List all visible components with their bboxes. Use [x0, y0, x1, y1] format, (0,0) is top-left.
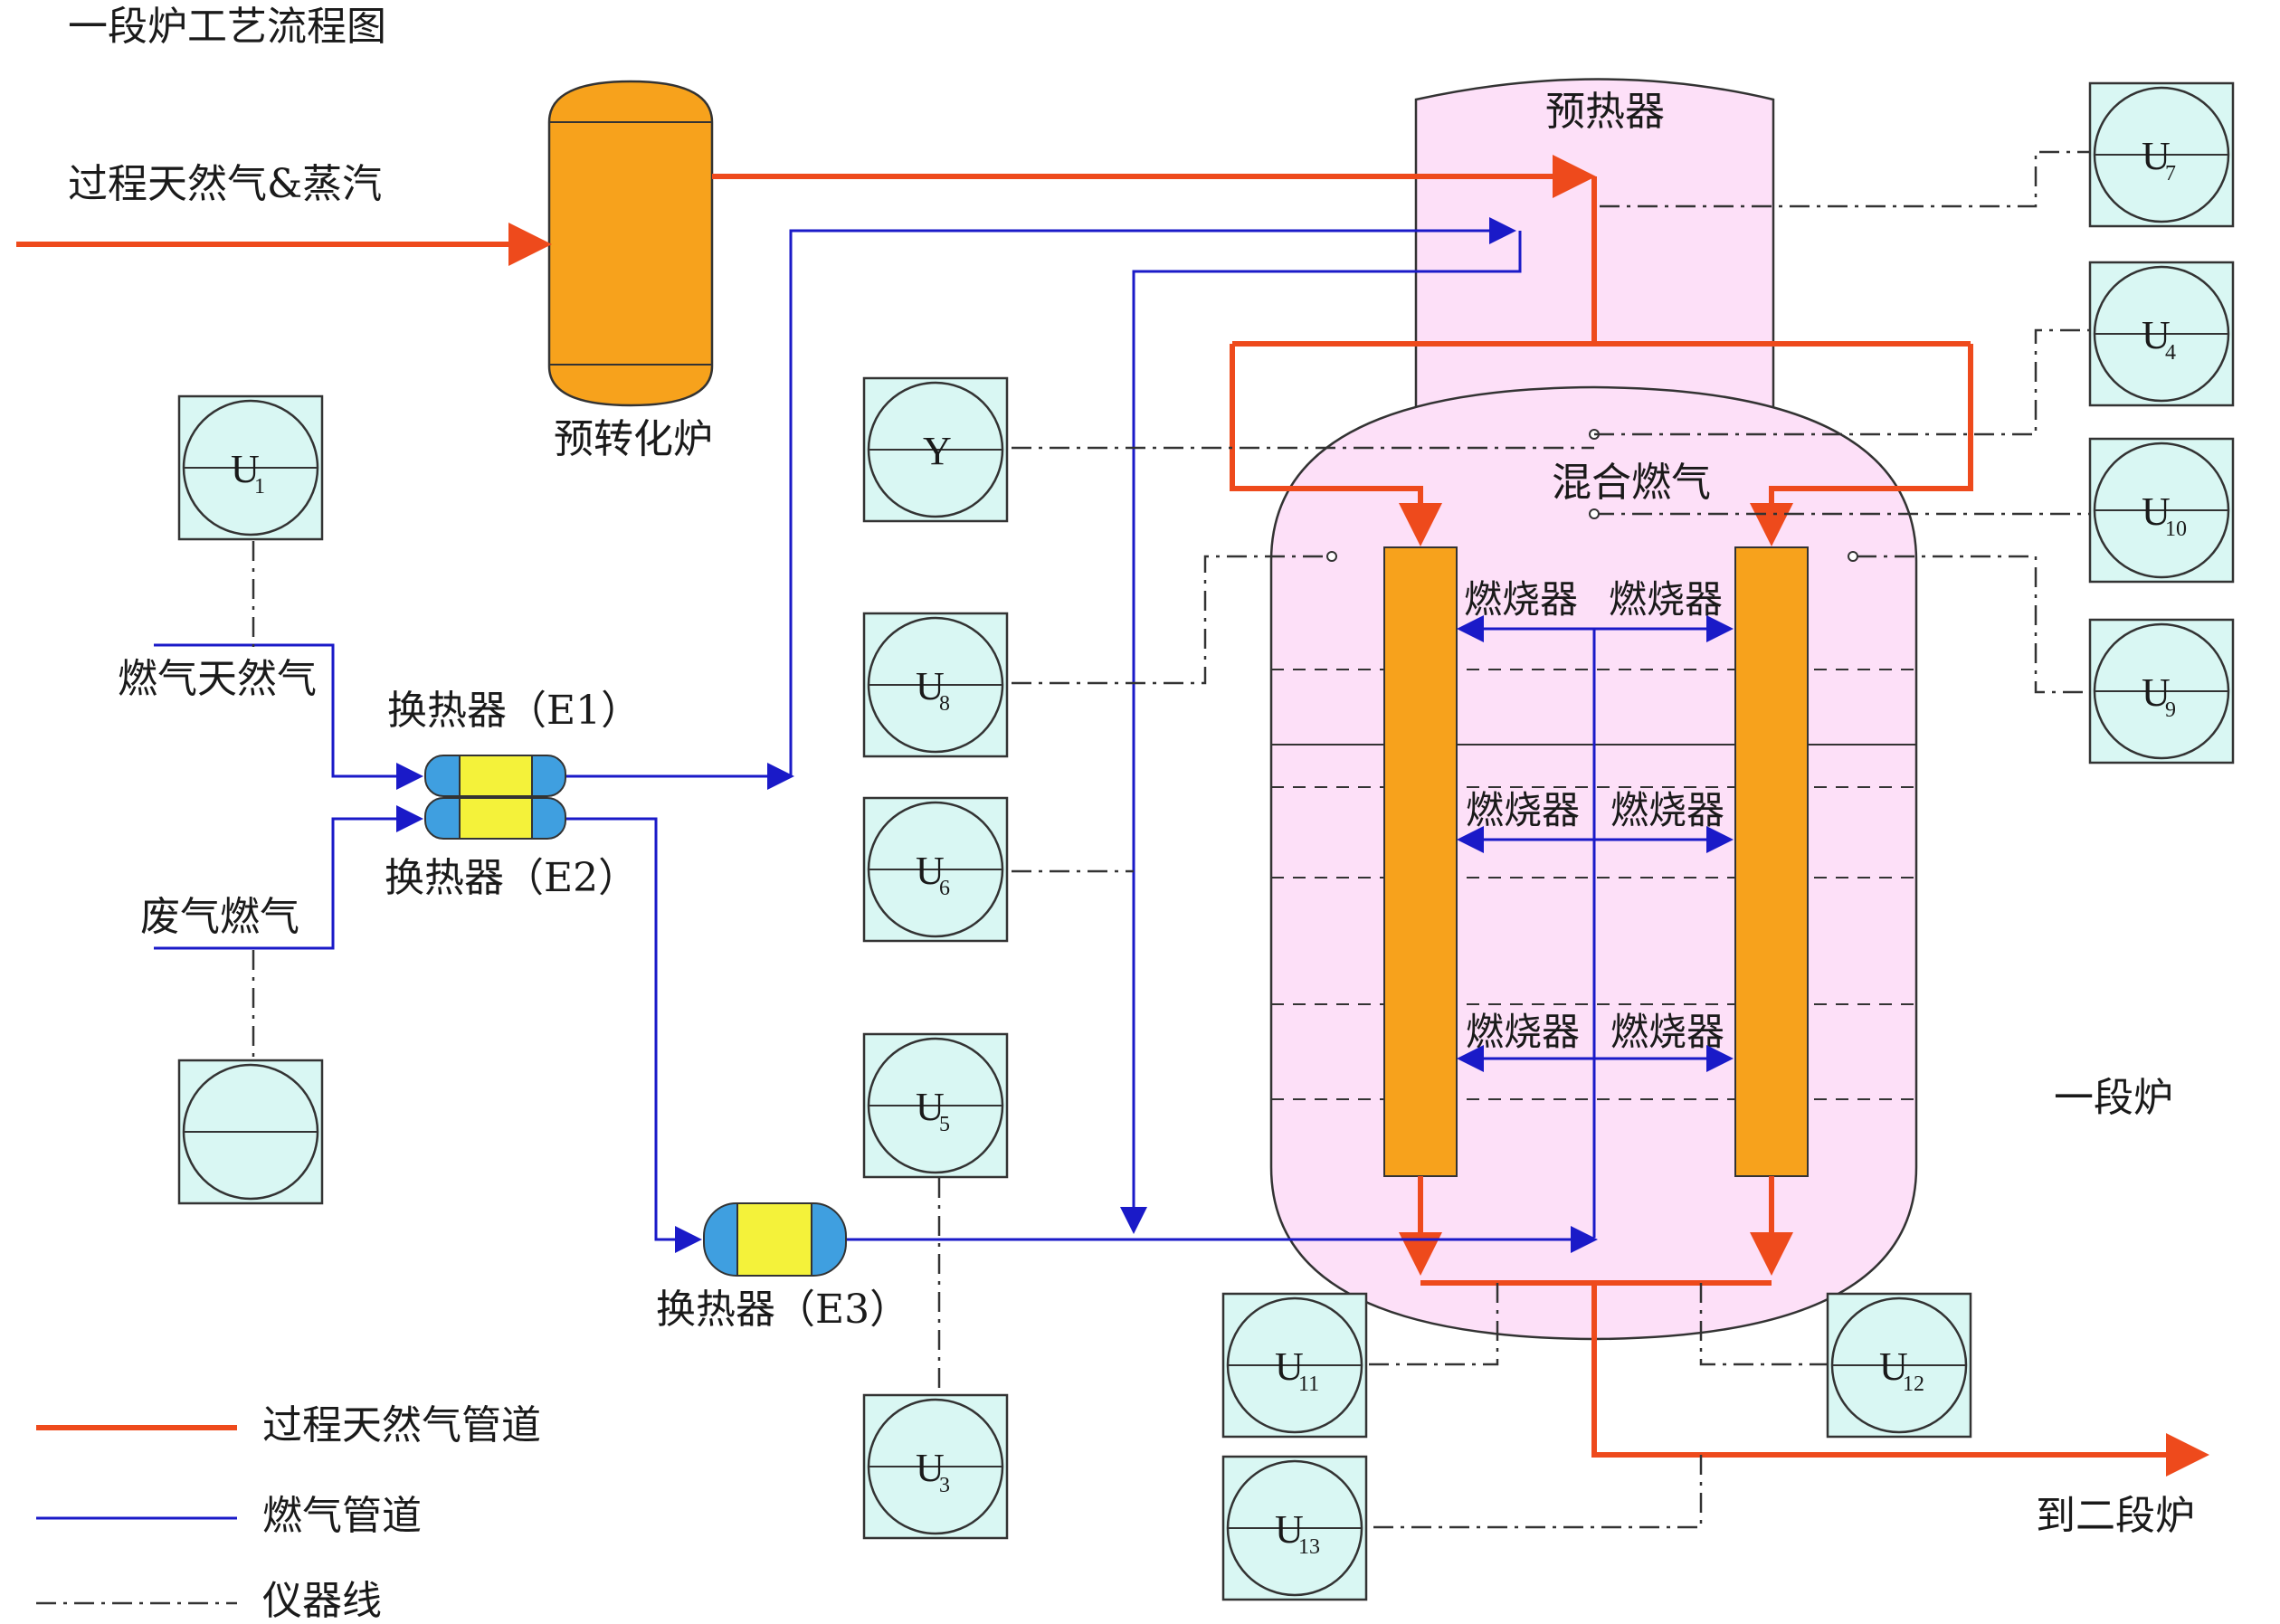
exchanger-e3-label: 换热器（E3）	[656, 1287, 909, 1333]
instrument-u1: U1	[177, 394, 324, 541]
burner-label: 燃烧器	[1610, 788, 1724, 832]
burner-label: 燃烧器	[1610, 1010, 1724, 1054]
instrument-subscript: 5	[939, 1113, 950, 1136]
instrument-label: U	[916, 1085, 945, 1129]
burner-label: 燃烧器	[1466, 1010, 1580, 1054]
instrument-subscript: 6	[939, 877, 950, 900]
inlet-gas-label: 过程天然气&蒸汽	[68, 161, 382, 207]
instrument-u5: U5	[862, 1032, 1009, 1179]
instrument-u6: U6	[862, 796, 1009, 943]
instrument-label: U	[916, 1446, 945, 1490]
to-secondary-label: 到二段炉	[2036, 1493, 2195, 1539]
instrument-label: U	[2142, 134, 2171, 178]
instrument-label: U	[916, 849, 945, 893]
burner-row-3: 燃烧器 燃烧器	[1457, 1010, 1734, 1072]
instrument-label: U	[2142, 489, 2171, 534]
instrument-label: U	[231, 447, 260, 491]
instrument-label: Y	[923, 429, 952, 473]
instrument-subscript: 11	[1298, 1372, 1319, 1396]
instrument-u13: U13	[1221, 1455, 1368, 1601]
legend-item-label: 燃气管道	[262, 1493, 422, 1539]
burner-row-2: 燃烧器 燃烧器	[1457, 788, 1734, 853]
instrument-u8: U8	[862, 612, 1009, 758]
instrument-u4: U4	[2088, 261, 2235, 407]
instrument-subscript: 4	[2165, 341, 2176, 365]
diagram-title: 一段炉工艺流程图	[68, 4, 386, 50]
reformer-tube-right	[1734, 546, 1809, 1177]
prereformer-vessel: 预转化炉	[547, 80, 714, 462]
burner-label: 燃烧器	[1464, 577, 1578, 622]
instrument-u12: U12	[1826, 1292, 1972, 1439]
mixed-fuel-label: 混合燃气	[1552, 460, 1711, 506]
instrument-subscript: 8	[939, 692, 950, 716]
instrument-subscript: 7	[2165, 162, 2176, 185]
instrument-unlabeled	[177, 1059, 324, 1205]
burner-row-1: 燃烧器 燃烧器	[1457, 577, 1734, 642]
preheater-label: 预热器	[1545, 89, 1665, 135]
instrument-u11: U11	[1221, 1292, 1368, 1439]
instrument-subscript: 12	[1903, 1372, 1924, 1396]
heat-exchanger-e3: 换热器（E3）	[656, 1202, 909, 1333]
instrument-label: U	[1275, 1507, 1304, 1552]
instrument-label: U	[2142, 313, 2171, 357]
reformer-tube-left	[1383, 546, 1458, 1177]
instrument-subscript: 9	[2165, 698, 2176, 722]
exchanger-e1-label: 换热器（E1）	[387, 688, 641, 734]
fuel-gas-lines: 燃气天然气 废气燃气	[118, 217, 1598, 1253]
fuel-natural-gas-label: 燃气天然气	[118, 656, 317, 702]
instrument-u3: U3	[862, 1393, 1009, 1540]
instrument-label: U	[2142, 670, 2171, 715]
primary-reformer-label: 一段炉	[2054, 1075, 2173, 1121]
instrument-u9: U9	[2088, 618, 2235, 765]
instrument-u7: U7	[2088, 81, 2235, 228]
instrument-label: U	[1275, 1344, 1304, 1389]
prereformer-label: 预转化炉	[554, 416, 713, 462]
instrument-subscript: 1	[254, 475, 265, 499]
instrument-label: U	[916, 664, 945, 708]
process-gas-lines: 过程天然气&蒸汽 到二段炉 一段炉	[16, 155, 2209, 1539]
burner-label: 燃烧器	[1466, 788, 1580, 832]
legend-item-label: 过程天然气管道	[262, 1402, 541, 1448]
heat-exchanger-e1: 换热器（E1）	[387, 688, 641, 797]
waste-gas-fuel-label: 废气燃气	[140, 894, 299, 940]
instrument-subscript: 13	[1298, 1535, 1320, 1559]
instrument-u10: U10	[2088, 437, 2235, 584]
instrument-y: Y	[862, 376, 1009, 523]
legend-item-label: 仪器线	[262, 1578, 382, 1624]
instrument-subscript: 10	[2165, 518, 2187, 541]
legend: 过程天然气管道 燃气管道 仪器线	[36, 1402, 541, 1624]
instrument-label: U	[1879, 1344, 1908, 1389]
instrument-lines	[252, 150, 2090, 1529]
instrument-subscript: 3	[939, 1474, 950, 1497]
burner-label: 燃烧器	[1609, 577, 1723, 622]
heat-exchanger-e2: 换热器（E2）	[385, 797, 638, 901]
exchanger-e2-label: 换热器（E2）	[385, 855, 638, 901]
